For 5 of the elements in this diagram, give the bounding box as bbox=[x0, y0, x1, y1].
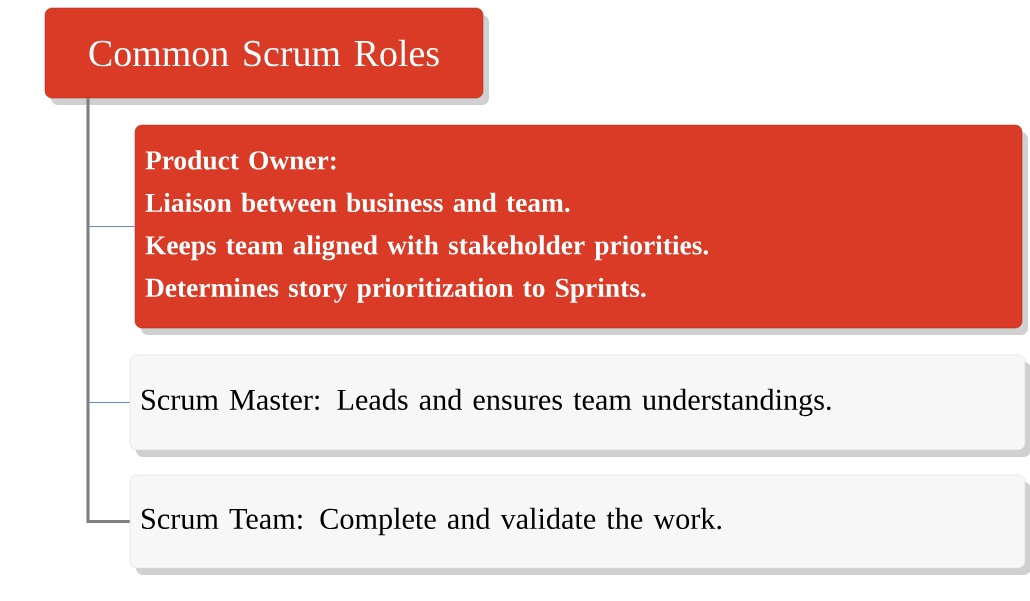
connector-line bbox=[86, 98, 130, 524]
role-box: Scrum Master: Leads and ensures team understandings. bbox=[129, 354, 1030, 457]
role-box: Scrum Team: Complete and validate the work. bbox=[129, 474, 1030, 575]
role-box: Product Owner: Liaison between business and team. Keeps team aligned with stakeholder priorities. Determines story prioritization to Sprints. bbox=[134, 124, 1028, 335]
title-box: Common Scrum Roles bbox=[44, 7, 489, 105]
